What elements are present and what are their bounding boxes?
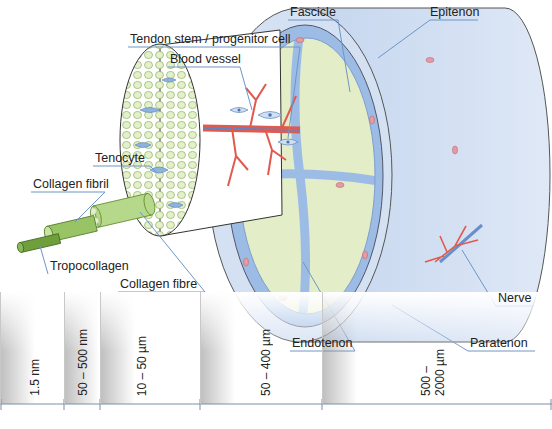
part-label: Paratenon [470,335,528,351]
part-label: Tendon stem / progenitor cell [130,31,291,47]
dimension-text: 50 – 400 µm [259,329,273,396]
dimension-text: 10 – 50 µm [135,336,149,396]
band-fade [1,292,64,352]
dimension-text: 500 – 2000 µm [419,341,447,396]
band-fade [101,292,200,352]
part-label: Tenocyte [95,150,145,166]
dimension-text: 1.5 nm [28,359,42,396]
part-label: Tropocollagen [50,258,129,274]
part-label: Epitenon [430,4,479,20]
scale-band: 50 – 500 nm [64,292,100,404]
scale-band: 10 – 50 µm [100,292,200,404]
part-label: Nerve [498,290,531,306]
part-label: Endotenon [292,335,352,351]
part-label: Fascicle [290,4,336,20]
part-label: Blood vessel [170,51,241,67]
part-label: Collagen fibre [120,276,197,292]
dimension-text: 50 – 500 nm [76,329,90,396]
scale-band: 1.5 nm [0,292,64,404]
part-label: Collagen fibril [33,176,109,192]
